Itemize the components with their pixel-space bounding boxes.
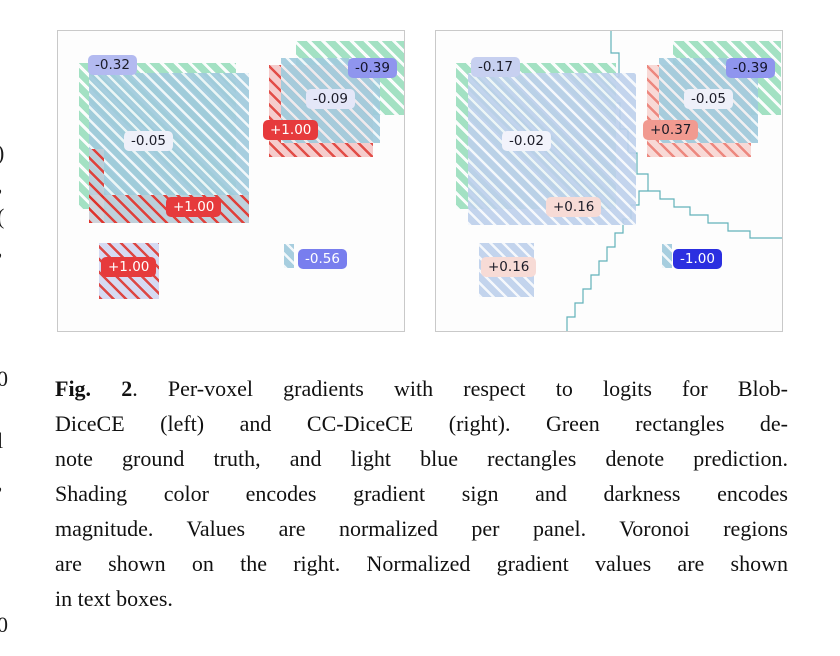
caption-figure-label: Fig. 2: [55, 376, 133, 401]
caption-line: Shading color encodes gradient sign and …: [55, 481, 788, 506]
positive-gradient-region: [89, 149, 104, 223]
gradient-value-label: +1.00: [263, 120, 319, 140]
clipped-text-fragment: (: [0, 204, 11, 230]
clipped-text-fragment: 0: [0, 366, 8, 391]
gradient-value-label: +0.37: [643, 120, 699, 140]
clipped-text-fragment: ,: [0, 236, 11, 262]
gradient-value-label: -0.39: [726, 58, 775, 78]
gradient-value-label: -0.39: [348, 58, 397, 78]
gradient-value-label: -0.05: [684, 89, 733, 109]
clipped-text-fragment: ,: [0, 172, 11, 198]
gradient-value-label: -0.17: [471, 57, 520, 77]
clipped-text-fragment: ): [0, 140, 11, 166]
caption-line: Fig. 2. Per-voxel gradients with respect…: [55, 371, 788, 406]
clipped-text-fragment: 0: [0, 612, 8, 637]
prediction-sliver-rect: [662, 244, 672, 268]
caption-line: in text boxes.: [55, 586, 173, 611]
panel-blob-dicece: -0.32 -0.05 +1.00 -0.39 -0.09 +1.00 +1.0…: [57, 30, 405, 332]
panel-cc-dicece: -0.17 -0.02 +0.16 -0.39 -0.05 +0.37 +0.1…: [435, 30, 783, 332]
caption-line: magnitude. Values are normalized per pan…: [55, 516, 788, 541]
gradient-value-label: +1.00: [101, 257, 157, 277]
caption-line: DiceCE (left) and CC-DiceCE (right). Gre…: [55, 411, 788, 436]
gradient-value-label: -0.32: [88, 55, 137, 75]
gradient-value-label: -0.02: [502, 131, 551, 151]
gradient-value-label: -0.56: [298, 249, 347, 269]
gradient-value-label: +0.16: [481, 257, 537, 277]
caption-line: are shown on the right. Normalized gradi…: [55, 551, 788, 576]
prediction-sliver-rect: [284, 244, 294, 268]
figure-caption: Fig. 2. Per-voxel gradients with respect…: [55, 371, 788, 616]
gradient-value-label: +1.00: [166, 197, 222, 217]
gradient-value-label: -1.00: [673, 249, 722, 269]
prediction-rect: [468, 73, 636, 225]
gradient-value-label: -0.09: [306, 89, 355, 109]
clipped-text-fragment: l: [0, 428, 4, 453]
caption-text: . Per-voxel gradients with respect to lo…: [132, 376, 788, 401]
clipped-text-fragment: ,: [0, 470, 11, 496]
gradient-value-label: -0.05: [124, 131, 173, 151]
gradient-value-label: +0.16: [546, 197, 602, 217]
caption-line: note ground truth, and light blue rectan…: [55, 446, 788, 471]
